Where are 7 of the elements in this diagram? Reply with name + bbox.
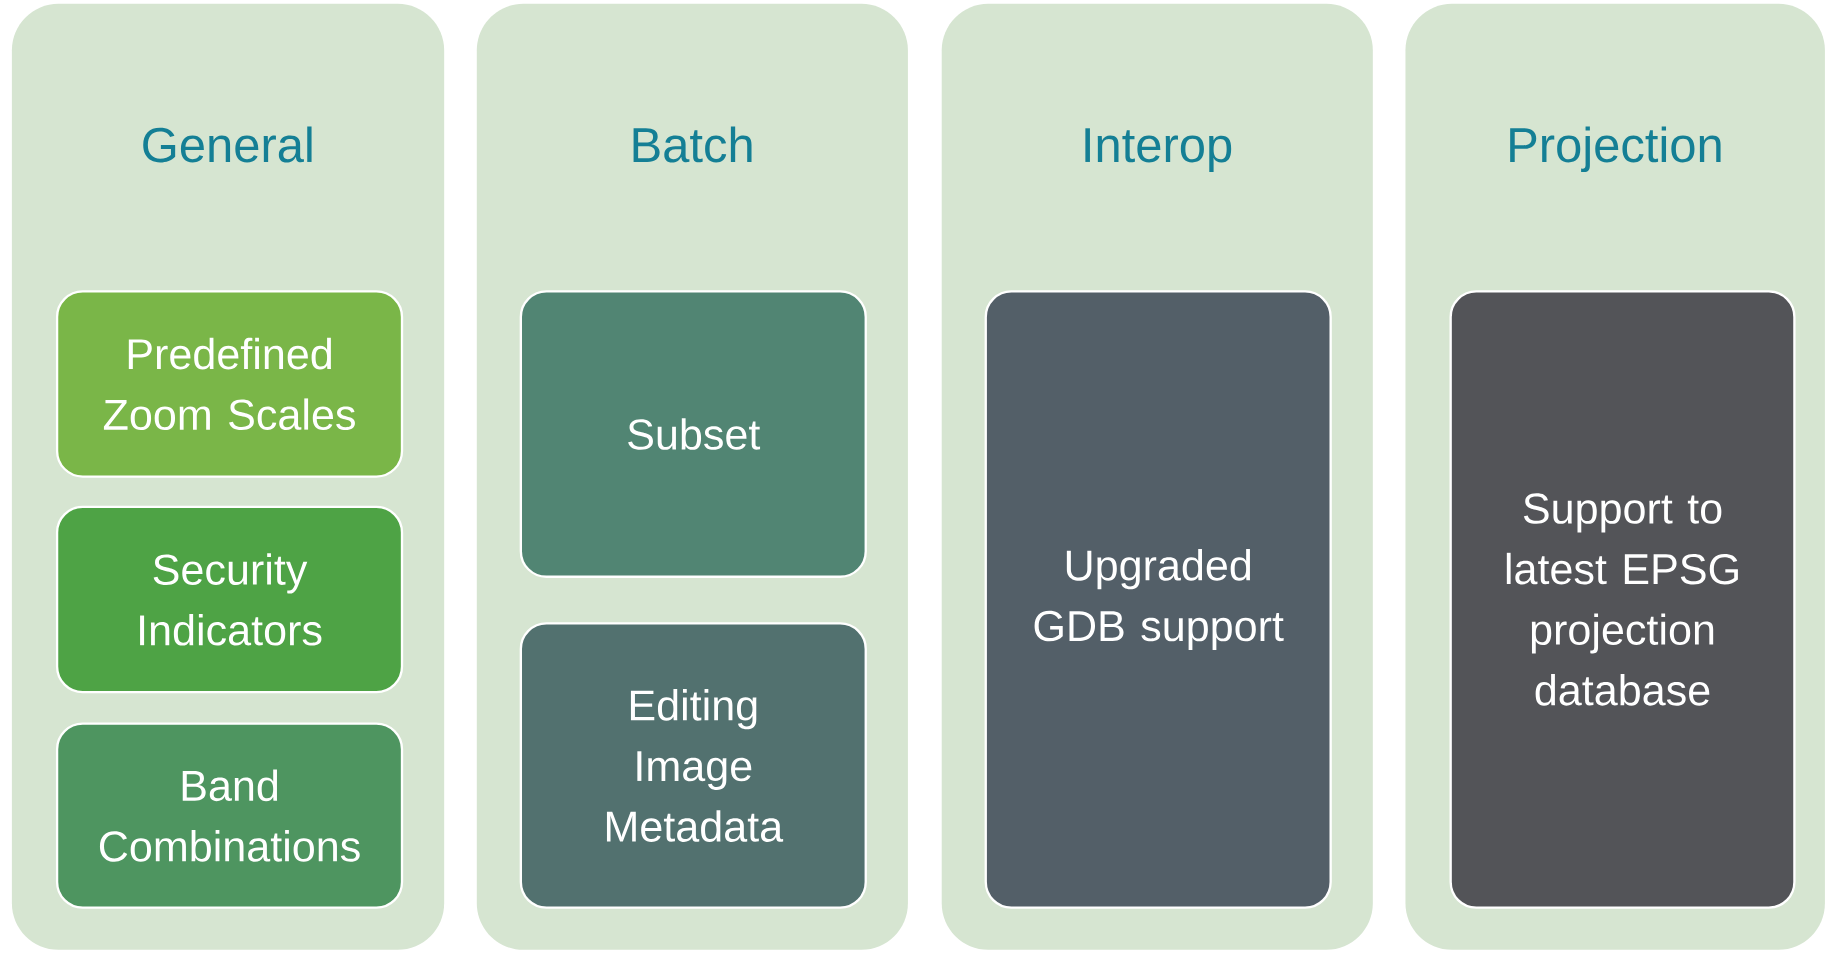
- feature-box: Subset: [519, 290, 867, 578]
- feature-box: Upgraded GDB support: [984, 290, 1332, 909]
- feature-box: Security Indicators: [55, 505, 404, 694]
- feature-box: Band Combinations: [55, 722, 404, 909]
- feature-box: Support to latest EPSG projection database: [1449, 290, 1796, 909]
- feature-box: Editing Image Metadata: [519, 622, 867, 909]
- feature-box: Predefined Zoom Scales: [55, 290, 404, 478]
